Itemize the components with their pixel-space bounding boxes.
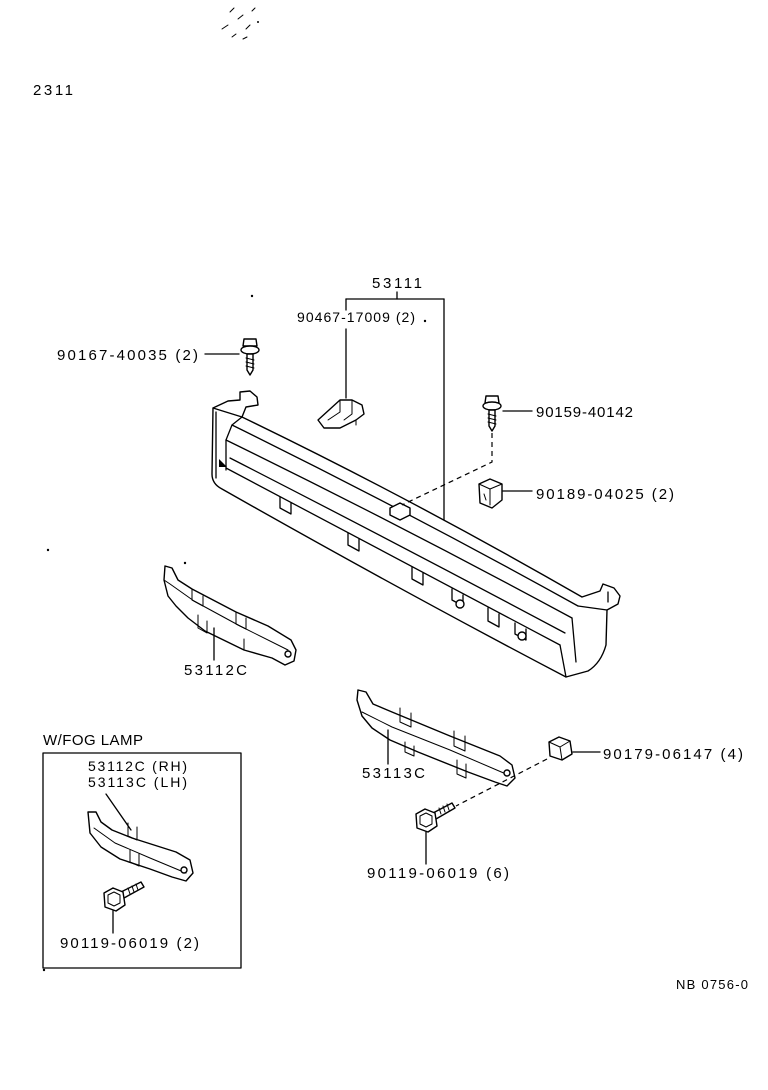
clip-nut-icon xyxy=(478,478,503,509)
bolt-head xyxy=(415,808,438,833)
bracket-hole xyxy=(284,650,292,658)
scan-speck xyxy=(242,36,248,40)
screw-icon xyxy=(240,338,260,376)
grille-band-line xyxy=(225,467,561,646)
scan-speck xyxy=(245,24,251,30)
leader-line xyxy=(105,793,132,831)
scan-speck xyxy=(183,561,187,565)
figure-reference: NB 0756-0 xyxy=(676,977,748,992)
scan-speck xyxy=(221,24,229,30)
bracket-body xyxy=(163,565,297,666)
bracket-tab xyxy=(197,614,208,634)
nut-detail xyxy=(548,740,571,761)
grille-mark-icon xyxy=(219,459,227,467)
side-clip-part-number: 90189-04025 (2) xyxy=(536,486,674,503)
scan-specks xyxy=(42,7,427,972)
scan-speck xyxy=(46,548,50,552)
scan-speck xyxy=(231,33,237,38)
bracket-body xyxy=(87,811,194,882)
bolt-hex xyxy=(107,891,121,907)
inset-bracket xyxy=(87,811,194,882)
screw-shank xyxy=(246,353,254,376)
grille-slot xyxy=(279,496,292,515)
right-bracket xyxy=(356,689,516,787)
grille-left-end xyxy=(215,411,243,479)
side-screw-part-number: 90159-40142 xyxy=(536,404,633,421)
bracket-body xyxy=(356,689,516,787)
bracket-tab xyxy=(129,849,140,867)
grille-outline xyxy=(211,390,621,678)
top-screw-part-number: 90167-40035 (2) xyxy=(57,347,198,364)
assembly-line xyxy=(401,433,493,506)
scan-speck xyxy=(423,319,427,323)
bracket-tab xyxy=(191,588,204,607)
screw-thread xyxy=(487,413,497,425)
bracket-tab xyxy=(235,611,247,630)
right-bracket-part-number: 53113C xyxy=(362,765,425,782)
bolt-icon xyxy=(103,881,145,912)
bracket-hole xyxy=(503,769,511,777)
left-bracket-part-number: 53112C xyxy=(184,662,247,679)
screw-shank xyxy=(488,409,496,432)
scan-speck xyxy=(251,7,256,12)
grille-slot xyxy=(487,607,500,628)
nut-part-number: 90179-06147 (4) xyxy=(603,746,743,763)
scan-speck xyxy=(229,7,235,13)
radiator-grille xyxy=(211,390,621,678)
bracket-tab xyxy=(127,822,138,841)
inset-bolt-part-number: 90119-06019 (2) xyxy=(60,935,199,952)
scan-speck xyxy=(237,14,244,20)
bracket-tab xyxy=(404,741,415,757)
grille-clip-part-number: 90467-17009 (2) xyxy=(297,309,415,325)
bolt-part-number: 90119-06019 (6) xyxy=(367,865,509,882)
bolt-icon xyxy=(415,802,456,833)
screw-icon xyxy=(482,395,502,432)
grille-band-line xyxy=(229,457,566,634)
bracket-edge xyxy=(93,827,187,874)
bracket-tab xyxy=(456,759,467,779)
bolt-thread xyxy=(438,803,450,815)
screw-thread xyxy=(245,357,255,369)
bracket-tab xyxy=(399,707,412,728)
grille-slot xyxy=(411,566,424,586)
grille-right-end xyxy=(559,591,609,678)
screw-washer xyxy=(482,401,502,411)
grille-part-number: 53111 xyxy=(372,275,422,292)
clip-nut-detail xyxy=(478,483,503,506)
grille-mount-block xyxy=(389,502,411,521)
page-code: 2311 xyxy=(33,82,73,99)
grille-hole xyxy=(517,631,527,641)
clip-body xyxy=(317,399,365,429)
bracket-tab xyxy=(453,730,466,752)
scan-speck xyxy=(250,294,254,298)
left-bracket xyxy=(163,565,297,666)
bolt-thread xyxy=(127,883,139,895)
inset-bracket-rh-part-number: 53112C (RH) xyxy=(88,758,187,774)
bolt-shank xyxy=(120,881,145,899)
grille-hole xyxy=(455,599,465,609)
bolt-hex xyxy=(419,812,433,828)
nut-icon xyxy=(548,736,573,761)
grille-top-edge xyxy=(212,407,243,418)
bracket-edge xyxy=(361,711,507,775)
bolt-shank xyxy=(432,802,456,820)
fog-lamp-inset-title: W/FOG LAMP xyxy=(43,732,143,749)
bracket-hole xyxy=(180,866,188,874)
scan-speck xyxy=(42,968,46,972)
inset-bracket-lh-part-number: 53113C (LH) xyxy=(88,774,187,790)
fog-lamp-inset-frame xyxy=(42,752,242,969)
screw-head xyxy=(242,338,258,347)
grille-callout-leader xyxy=(345,291,445,538)
clip-detail xyxy=(327,399,357,426)
grille-channel-line xyxy=(225,439,573,619)
grille-slot xyxy=(347,532,360,552)
bolt-head xyxy=(103,887,126,912)
assembly-line xyxy=(455,758,548,807)
screw-washer xyxy=(240,345,260,355)
clip-icon xyxy=(317,399,365,429)
scan-speck xyxy=(257,21,259,23)
